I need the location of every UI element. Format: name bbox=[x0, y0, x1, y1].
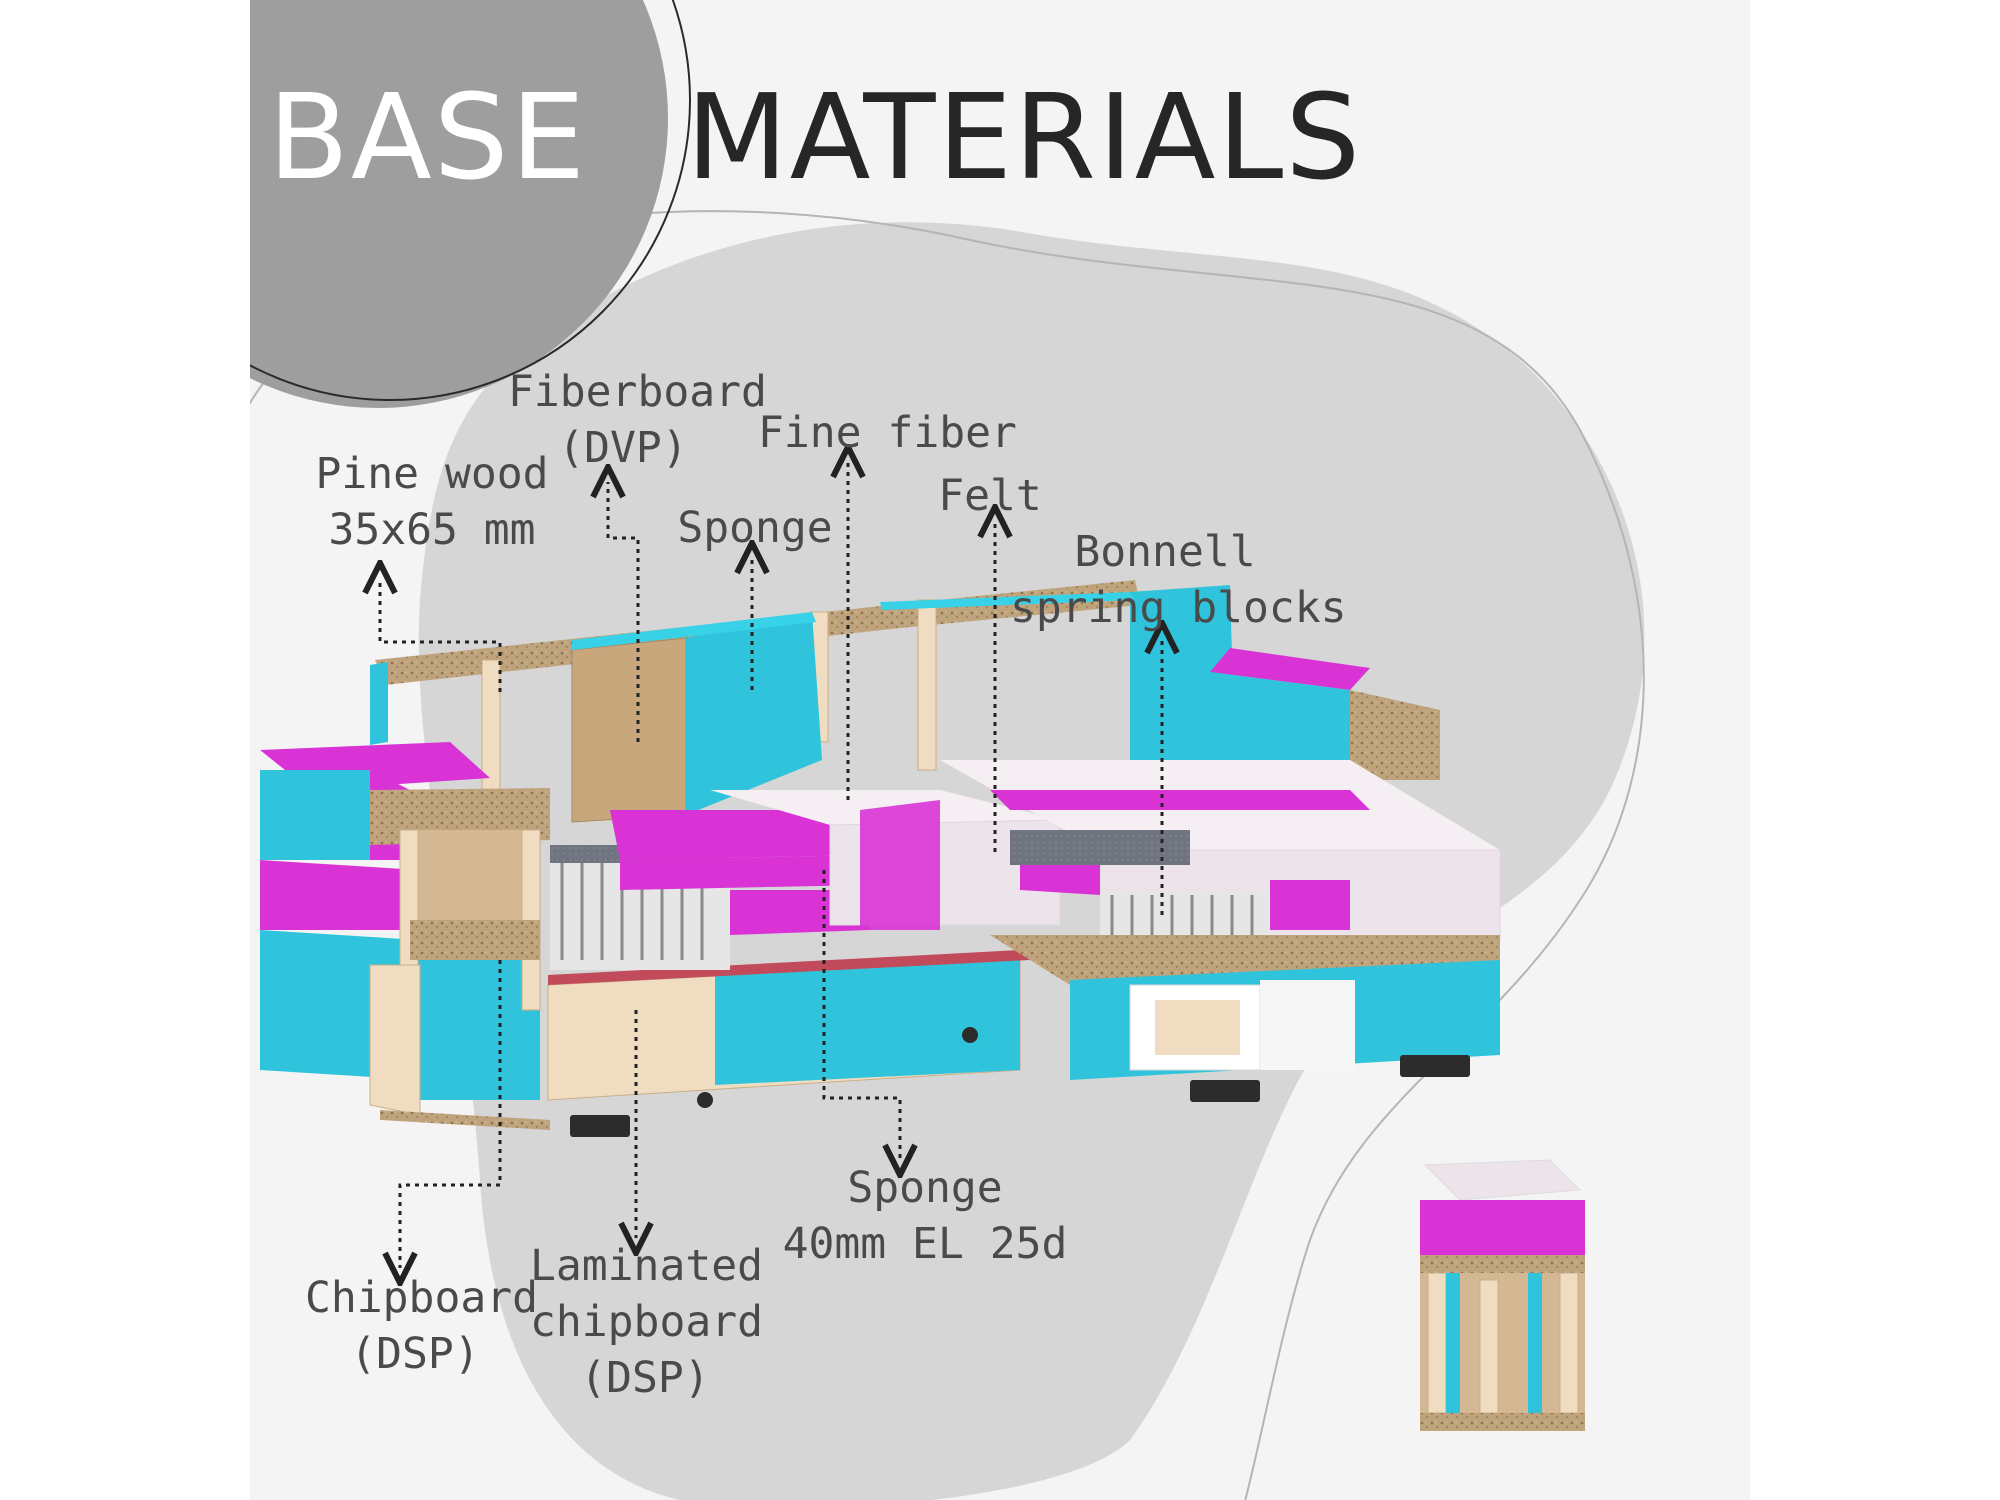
title-word-base: BASE bbox=[268, 68, 588, 206]
pine-stud bbox=[481, 659, 501, 801]
label-line: 35x65 mm bbox=[328, 505, 536, 555]
leader-fiberboard bbox=[608, 482, 640, 742]
label-fine-fiber: Fine fiber bbox=[758, 405, 1017, 461]
label-line: chipboard bbox=[530, 1297, 763, 1347]
label-line: Sponge bbox=[677, 503, 833, 553]
label-laminated-chipboard: Laminated chipboard (DSP) bbox=[530, 1238, 763, 1406]
label-felt: Felt bbox=[930, 468, 1050, 524]
leader-lines bbox=[380, 462, 1162, 1268]
label-sponge-seat: Sponge 40mm EL 25d bbox=[765, 1160, 1085, 1272]
seat-sponge-left bbox=[610, 810, 870, 860]
label-line: Chipboard bbox=[305, 1273, 538, 1323]
label-bonnell: Bonnell spring blocks bbox=[1010, 524, 1347, 636]
label-line: Fine fiber bbox=[758, 408, 1017, 458]
label-line: 40mm EL 25d bbox=[782, 1219, 1068, 1269]
label-chipboard: Chipboard (DSP) bbox=[305, 1270, 538, 1382]
title-word-materials: MATERIALS bbox=[686, 68, 1363, 206]
label-sponge-back: Sponge bbox=[670, 500, 840, 556]
label-line: (DSP) bbox=[350, 1329, 480, 1379]
label-line: Bonnell bbox=[1074, 527, 1256, 577]
corner-circle bbox=[250, 0, 668, 408]
label-line: (DSP) bbox=[580, 1353, 710, 1403]
sofa-cutaway-diagram bbox=[250, 0, 1645, 1500]
label-line: spring blocks bbox=[1010, 583, 1347, 633]
label-line: Sponge bbox=[847, 1163, 1003, 1213]
chaise-pink-strip bbox=[990, 790, 1370, 810]
foot bbox=[570, 1115, 630, 1137]
ottoman-model bbox=[1420, 1159, 1585, 1431]
label-line: Pine wood bbox=[315, 449, 549, 499]
leader-pine-wood bbox=[380, 578, 502, 692]
leader-sponge-seat bbox=[822, 870, 900, 1160]
fiberboard-panel bbox=[571, 637, 687, 823]
ottoman-sponge bbox=[1420, 1200, 1585, 1255]
label-pine-wood: Pine wood 35x65 mm bbox=[312, 446, 552, 558]
felt-layer bbox=[1010, 830, 1190, 865]
label-fiberboard: Fiberboard (DVP) bbox=[508, 364, 767, 476]
back-sponge bbox=[686, 612, 822, 815]
caster bbox=[697, 1092, 713, 1108]
infographic-panel: Pine wood 35x65 mm Fiberboard (DVP) Spon… bbox=[250, 0, 1750, 1500]
label-line: (DVP) bbox=[558, 423, 688, 473]
label-line: Felt bbox=[938, 471, 1042, 521]
corner-circle-outline bbox=[250, 0, 691, 401]
sofa-model bbox=[260, 580, 1501, 1137]
outline-arc bbox=[250, 210, 1645, 1500]
label-line: Laminated bbox=[530, 1241, 763, 1291]
right-arm-top bbox=[1210, 648, 1370, 690]
label-line: Fiberboard bbox=[508, 367, 767, 417]
